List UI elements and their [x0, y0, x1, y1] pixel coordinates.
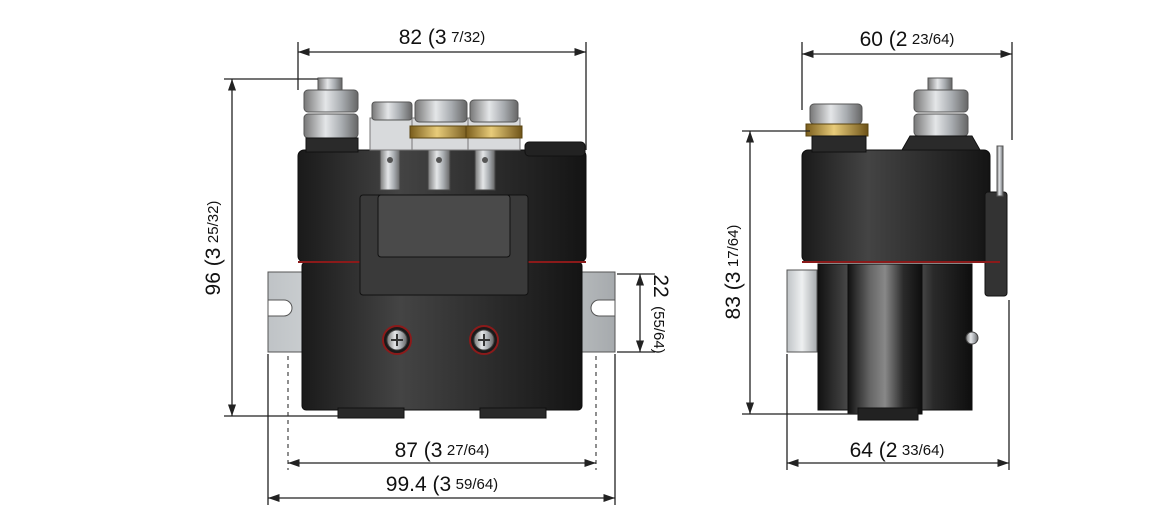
side-lower-plate	[847, 263, 923, 415]
side-foot	[857, 407, 919, 421]
dim-side-height: 83 (3 17/64)	[722, 225, 745, 320]
main-stud-left	[303, 77, 359, 153]
side-stud-right	[901, 77, 981, 151]
side-view	[786, 77, 1008, 421]
front-dimensions: 82 (3 7/32) 96 (3 25/32) 22 (55/64) 87 (…	[202, 26, 672, 505]
front-screws	[382, 325, 499, 355]
control-terminals	[379, 147, 496, 191]
center-cap	[377, 194, 511, 258]
dim-front-height: 96 (3 25/32)	[202, 201, 225, 296]
dim-bracket-height: 22 (55/64)	[649, 274, 672, 353]
foot-left	[337, 407, 405, 419]
front-view	[267, 77, 616, 419]
dim-mount-spacing: 87 (3 27/64)	[395, 439, 490, 462]
terminal-insulators	[369, 117, 523, 151]
dim-front-width-top: 82 (3 7/32)	[399, 26, 486, 49]
side-connector	[984, 191, 1008, 297]
side-bracket	[786, 269, 818, 353]
foot-right	[479, 407, 547, 419]
side-stud-left	[805, 103, 869, 153]
side-tab	[996, 145, 1004, 197]
side-dimensions: 60 (2 23/64) 83 (3 17/64) 64 (2 33/64)	[722, 28, 1013, 470]
dim-overall-width: 99.4 (3 59/64)	[386, 473, 498, 496]
right-post	[524, 141, 586, 157]
dim-side-width-top: 60 (2 23/64)	[860, 28, 955, 51]
dim-side-width-bottom: 64 (2 33/64)	[850, 439, 945, 462]
side-screw	[965, 331, 979, 345]
terminal-nuts	[371, 99, 519, 123]
side-upper-housing	[801, 149, 991, 263]
